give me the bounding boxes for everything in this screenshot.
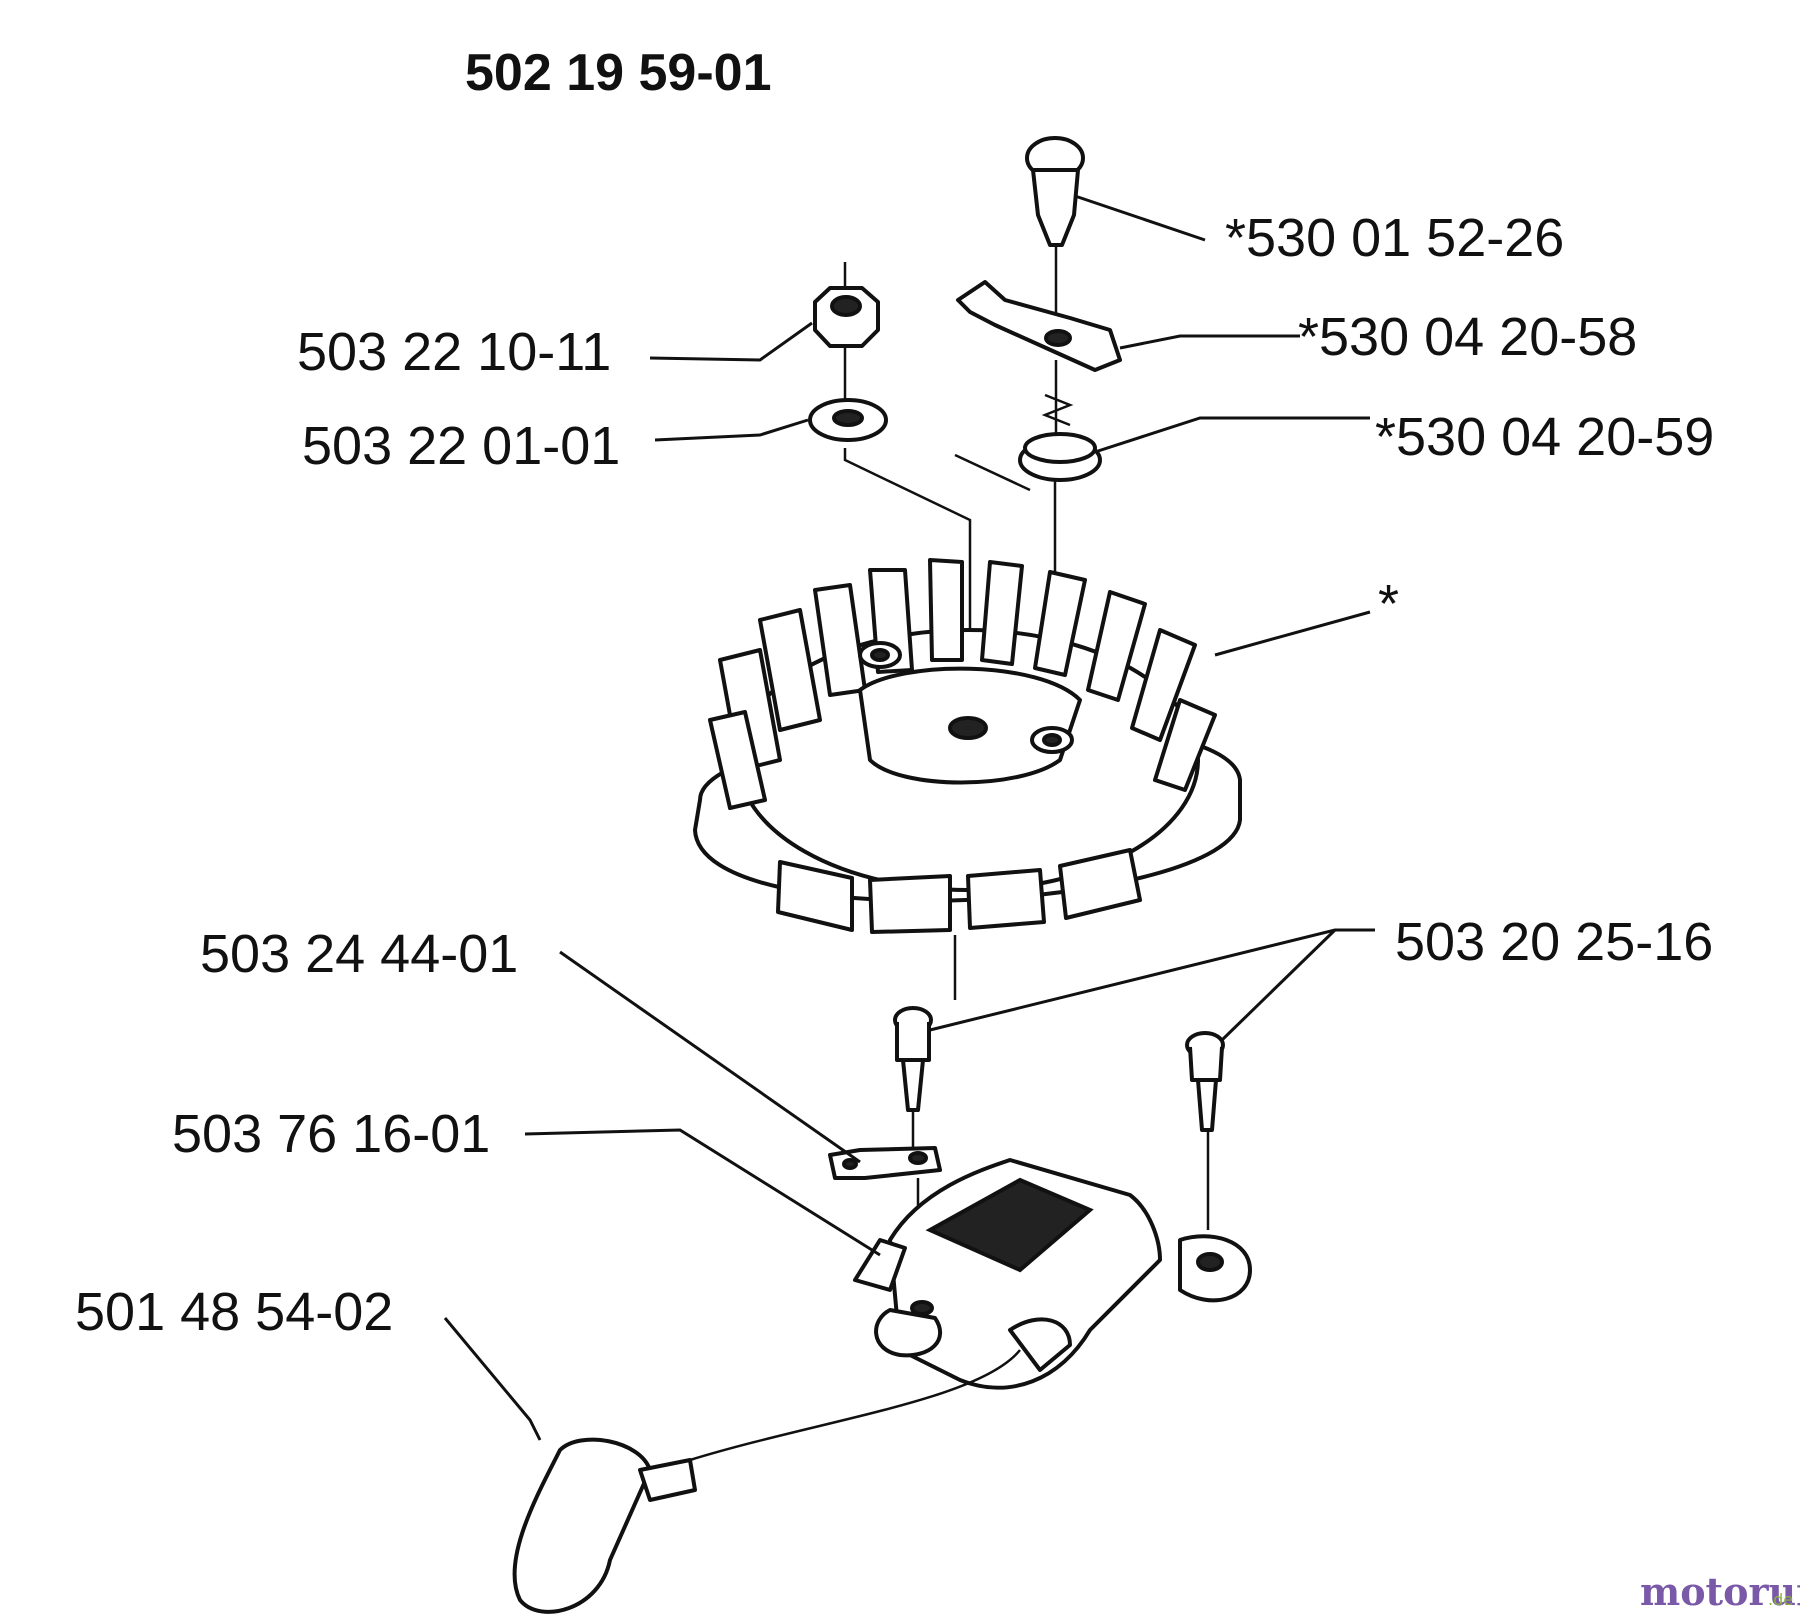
label-flywheel: * [1378, 574, 1399, 634]
label-nut: 503 22 10-11 [297, 322, 611, 382]
screw-right-drawing [1185, 1031, 1225, 1230]
flywheel-drawing [693, 558, 1242, 1000]
diagram-title: 502 19 59-01 [465, 44, 772, 102]
label-washer: 503 22 01-01 [302, 416, 620, 476]
label-ignition-module: 501 48 54-02 [75, 1282, 393, 1342]
screw-left-drawing [893, 1006, 933, 1150]
ignition-module-drawing [512, 1158, 1252, 1614]
label-bracket2: 503 76 16-01 [172, 1104, 490, 1164]
watermark-suffix: .de [1768, 1590, 1793, 1609]
pawl-pin-drawing [1025, 136, 1085, 320]
label-bracket: 503 24 44-01 [200, 924, 518, 984]
label-screws: 503 20 25-16 [1395, 912, 1713, 972]
washer-drawing [808, 398, 972, 650]
nut-drawing [813, 262, 880, 400]
pawl-drawing [956, 280, 1122, 440]
label-pawl-pin: *530 01 52-26 [1225, 208, 1564, 268]
label-pawl: *530 04 20-58 [1298, 307, 1637, 367]
label-spring: *530 04 20-59 [1375, 407, 1714, 467]
leader-lines [443, 194, 1375, 1441]
watermark-brand: motoruf [1640, 1569, 1800, 1614]
watermark: motoruf .de [1640, 1569, 1800, 1614]
